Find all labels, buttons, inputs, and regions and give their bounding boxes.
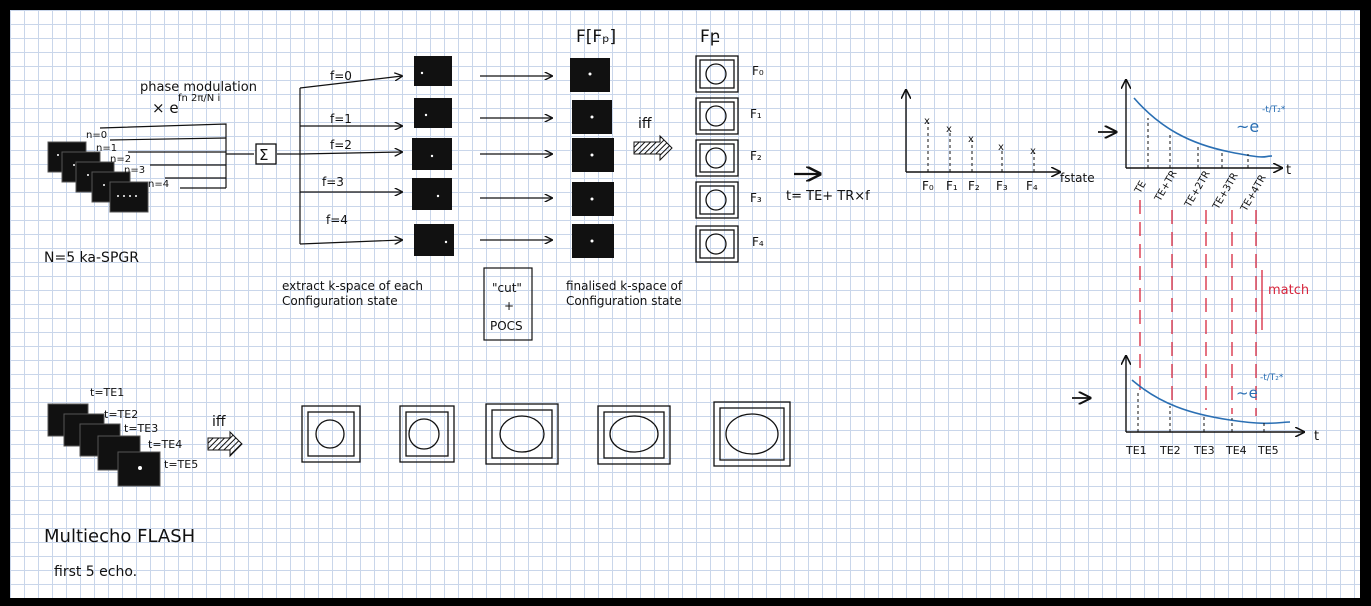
column-header-Ff: Fբ	[700, 27, 721, 47]
stack-img-4	[109, 181, 149, 213]
n5-spgr-label: N=5 ka-SPGR	[44, 250, 139, 266]
flash-subtitle: first 5 echo.	[54, 564, 137, 580]
decay-top-tick-3: TE+3TR	[1211, 171, 1241, 212]
kspace-column-finalised	[570, 58, 614, 258]
decay-bottom-tick-3: TE4	[1225, 444, 1247, 457]
f-label-1: f=1	[330, 112, 352, 126]
f-label-4: f=4	[326, 213, 348, 227]
ifft-label-top: iff	[638, 116, 652, 132]
finalised-label-line1: finalised k-space of	[566, 279, 683, 293]
decay-bottom-tick-1: TE2	[1159, 444, 1181, 457]
image-column-Ff	[695, 55, 739, 263]
phase-modulation-label: phase modulation	[140, 80, 257, 95]
F-label-1: F₁	[750, 107, 762, 121]
flash-image-row	[301, 401, 791, 467]
F-label-3: F₃	[750, 191, 762, 205]
phase-factor-prefix: × e	[152, 99, 179, 117]
fstate-tick-4: F₄	[1026, 179, 1038, 193]
grid-paper	[10, 10, 1360, 598]
n-label-2: n=2	[110, 154, 131, 165]
flash-t-label-4: t=TE5	[164, 458, 198, 471]
F-label-4: F₄	[752, 235, 764, 249]
flash-t-label-3: t=TE4	[148, 438, 182, 451]
svg-text:x: x	[1030, 146, 1036, 157]
decay-bottom-tick-0: TE1	[1125, 444, 1147, 457]
decay-top-label: ~e	[1236, 117, 1259, 136]
sum-symbol: Σ	[259, 146, 268, 164]
ifft-arrow-top	[633, 134, 673, 162]
column-header-F: F[Fₚ]	[576, 27, 616, 47]
spgr-image-stack	[47, 141, 149, 213]
finalised-label-line2: Configuration state	[566, 294, 682, 308]
ifft-arrow-bottom	[207, 430, 243, 458]
decay-top-tick-4: TE+4TR	[1239, 173, 1269, 214]
flash-t-label-0: t=TE1	[90, 386, 124, 399]
decay-top-tick-2: TE+2TR	[1183, 169, 1213, 210]
decay-top-axis-t: t	[1286, 163, 1291, 178]
F-label-2: F₂	[750, 149, 762, 163]
svg-text:x: x	[998, 142, 1004, 153]
decay-bottom-label: ~e	[1236, 384, 1258, 402]
decay-chart-bottom	[1126, 356, 1304, 432]
svg-text:x: x	[946, 124, 952, 135]
extract-label-line1: extract k-space of each	[282, 279, 423, 293]
sum-box	[255, 143, 277, 165]
cut-pocs-box	[483, 267, 533, 341]
fstate-tick-3: F₃	[996, 179, 1008, 193]
pocs-label: POCS	[490, 319, 523, 333]
cut-plus: +	[504, 299, 514, 313]
fanout-lines	[277, 76, 402, 245]
cut-label: "cut"	[492, 281, 522, 295]
f-label-3: f=3	[322, 175, 344, 189]
decay-top-tick-1: TE+TR	[1153, 169, 1180, 205]
decay-top-tick-0: TE	[1133, 179, 1149, 196]
phase-factor-exponent: fn 2π/N i	[178, 93, 220, 104]
extract-label-line2: Configuration state	[282, 294, 398, 308]
t-formula: t= TE+ TR×f	[786, 189, 870, 204]
decay-bottom-exponent: -t/T₂*	[1260, 373, 1284, 383]
F-label-0: F₀	[752, 64, 764, 78]
match-lines	[1139, 200, 1263, 416]
fstate-tick-2: F₂	[968, 179, 980, 193]
fstate-tick-1: F₁	[946, 179, 958, 193]
stack-to-sum-lines	[99, 123, 254, 189]
flash-t-label-2: t=TE3	[124, 422, 158, 435]
fstate-axis-title: fstate	[1060, 171, 1095, 185]
match-label: match	[1268, 283, 1309, 298]
svg-text:x: x	[968, 134, 974, 145]
n-label-1: n=1	[96, 143, 117, 154]
ifft-label-bottom: iff	[212, 414, 226, 430]
f-label-2: f=2	[330, 138, 352, 152]
decay-bottom-tick-4: TE5	[1257, 444, 1279, 457]
flash-title: Multiecho FLASH	[44, 526, 195, 547]
decay-bottom-axis-t: t	[1314, 429, 1319, 444]
n-label-0: n=0	[86, 130, 107, 141]
n-label-4: n=4	[148, 179, 169, 190]
flash-t-label-1: t=TE2	[104, 408, 138, 421]
fstate-tick-0: F₀	[922, 179, 934, 193]
fstate-chart: x x x x x	[906, 90, 1060, 172]
kspace-column-extracted	[412, 56, 454, 256]
decay-chart-top	[1126, 80, 1282, 168]
f-label-0: f=0	[330, 69, 352, 83]
decay-top-exponent: -t/T₂*	[1262, 105, 1286, 115]
flash-image-stack	[47, 403, 161, 487]
svg-text:x: x	[924, 116, 930, 127]
n-label-3: n=3	[124, 165, 145, 176]
kspace-arrows	[480, 76, 552, 240]
decay-bottom-tick-2: TE3	[1193, 444, 1215, 457]
